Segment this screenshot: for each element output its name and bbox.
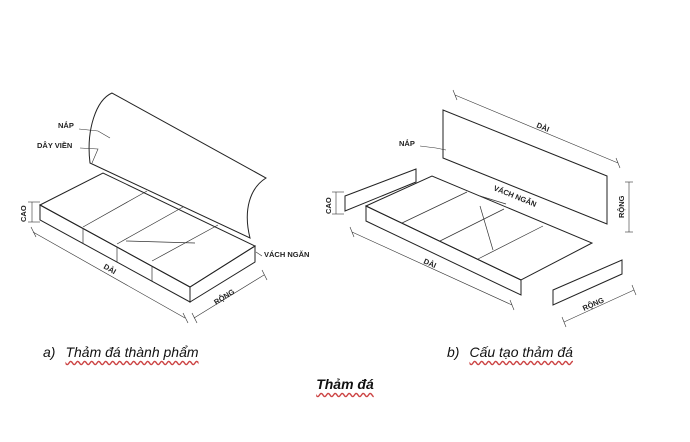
diagram-b-label-rong-right: RỘNG — [617, 195, 626, 218]
diagram-a-right-side — [189, 245, 256, 303]
diagram-a-lid — [88, 92, 267, 239]
caption-a-letter: a) — [43, 344, 56, 360]
diagram-a-label-nap: NẮP — [58, 121, 74, 130]
caption-a: a) Thảm đá thành phẩm — [43, 344, 199, 360]
diagram-b-exploded-structure: NẮP DÀI RỘNG VÁCH NGĂN CAO DÀI RỘNG — [324, 89, 637, 328]
caption-b-text: Cấu tạo thảm đá — [469, 344, 573, 360]
diagram-a-label-cao: CAO — [19, 205, 28, 222]
diagram-b-base-front-side — [365, 205, 522, 296]
diagram-b-label-cao: CAO — [324, 197, 333, 214]
diagram-a-finished-mattress: NẮP DÂY VIỀN CAO DÀI RỘNG VÁCH NGĂN — [19, 92, 309, 324]
diagram-b-label-nap: NẮP — [399, 139, 415, 148]
caption-b-letter: b) — [447, 344, 460, 360]
caption-b: b) Cấu tạo thảm đá — [447, 344, 573, 360]
diagram-a-label-day-vien: DÂY VIỀN — [37, 140, 72, 150]
diagram-a-label-vach-ngan: VÁCH NGĂN — [264, 250, 309, 259]
diagram-b-base-floor — [364, 175, 594, 281]
diagram-b-label-dai: DÀI — [422, 257, 437, 270]
diagram-a-front-side — [39, 204, 191, 303]
diagram-a-label-dai: DÀI — [102, 262, 118, 276]
diagram-a-label-rong: RỘNG — [212, 287, 236, 307]
diagram-b-right-end-panel — [552, 259, 623, 306]
diagram-b-lid-panel — [442, 109, 608, 225]
diagram-b-label-rong: RỘNG — [581, 295, 605, 312]
figure-title: Thảm đá — [0, 376, 690, 392]
diagram-b-left-end-panel — [344, 168, 417, 212]
figure-title-text: Thảm đá — [316, 376, 374, 392]
diagram-b-label-dai-top: DÀI — [535, 121, 550, 134]
caption-a-text: Thảm đá thành phẩm — [65, 344, 199, 360]
